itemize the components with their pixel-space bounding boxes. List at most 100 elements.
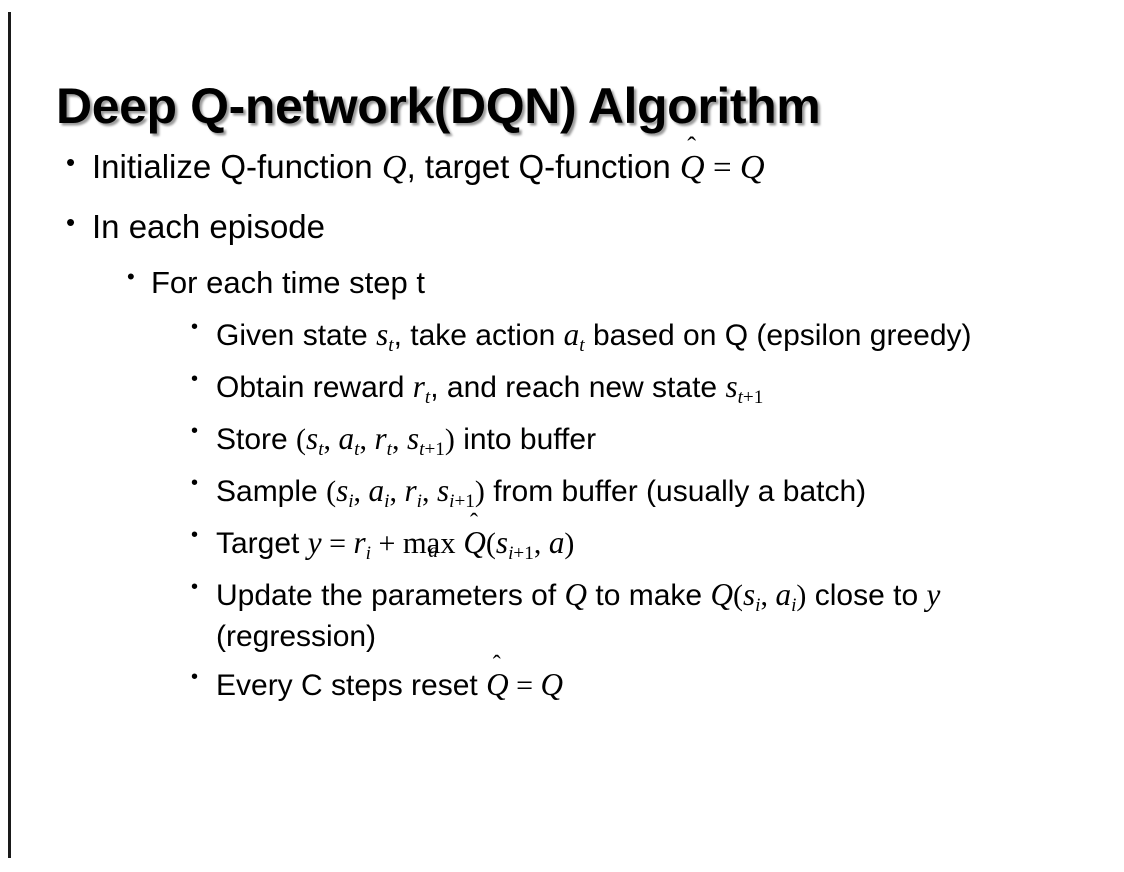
math-subscripted-variable: si+1 (436, 473, 475, 512)
math-variable: r (374, 421, 387, 457)
bullet-item-level-3: • Sample (si, ai, ri, si+1) from buffer (… (0, 471, 1124, 514)
math-subscripted-variable: st (306, 421, 323, 460)
hat-accent-icon: ˆ (687, 130, 696, 161)
math-subscripted-variable: st+1 (725, 369, 763, 408)
bullet-text-run: into buffer (454, 423, 597, 457)
bullet-item-level-1: •In each episode (0, 206, 1124, 248)
math-variable: a (368, 473, 385, 509)
math-operator: ) (444, 423, 455, 457)
math-subscripted-variable: st+1 (406, 421, 445, 460)
bullet-marker-icon: • (127, 264, 135, 290)
bullet-text-run: Store (216, 423, 297, 457)
math-subscripted-variable: ai (368, 473, 390, 512)
bullet-marker-icon: • (191, 368, 199, 391)
math-variable: y (926, 576, 941, 612)
math-subscripted-variable: at (564, 317, 585, 356)
math-subscript: i (791, 594, 797, 616)
math-operator: ) (474, 475, 485, 509)
math-subscript: t (388, 334, 394, 356)
math-operator: ) (796, 578, 807, 612)
math-operator: ( (296, 423, 307, 457)
bullet-text-run: In each episode (92, 207, 326, 245)
bullet-text-run: (regression) (216, 619, 377, 653)
bullet-marker-icon: • (191, 316, 199, 339)
math-variable: a (338, 421, 355, 457)
math-subscript: t+1 (737, 386, 764, 408)
math-subscript: t (354, 438, 360, 460)
bullet-text-run: close to (806, 578, 927, 612)
math-operator: , (359, 423, 375, 457)
math-variable: s (742, 576, 756, 612)
math-variable: a (548, 524, 565, 560)
bullet-text-run: , take action (393, 319, 564, 353)
math-variable: s (436, 473, 450, 509)
math-subscripted-variable: ri (353, 524, 370, 564)
math-subscripted-variable: rt (374, 421, 391, 460)
math-underscript: a (428, 540, 439, 563)
bullet-text-run: from buffer (usually a batch) (484, 475, 867, 509)
bullet-text: Obtain reward rt, and reach new state st… (216, 367, 1124, 410)
math-subscripted-variable: si (336, 473, 353, 512)
math-subscript: i (755, 594, 761, 616)
bullet-text: Given state st, take action at based on … (216, 315, 1124, 358)
bullet-item-level-3: •Update the parameters of Q to make Q(si… (0, 575, 1124, 656)
math-variable: a (775, 576, 792, 612)
hat-accent-icon: ˆ (470, 509, 479, 536)
math-operator: , (353, 475, 369, 509)
math-variable: Q (710, 576, 733, 612)
math-variable: r (412, 369, 425, 405)
math-operator: + (370, 526, 403, 560)
bullet-text: In each episode (92, 206, 1124, 248)
math-variable: r (353, 524, 366, 560)
bullet-item-level-3: •Store (st, at, rt, st+1) into buffer (0, 419, 1124, 462)
bullet-marker-icon: • (191, 472, 199, 495)
math-variable: s (306, 421, 319, 457)
math-variable: Q (463, 524, 486, 560)
bullet-item-level-3: •Given state st, take action at based on… (0, 315, 1124, 358)
bullet-text-run: , target Q-function (406, 148, 680, 185)
math-operator: = (704, 150, 740, 186)
math-operator: ) (564, 526, 575, 560)
bullet-text-run: For each time step t (151, 265, 425, 301)
math-operator: , (760, 578, 776, 612)
bullet-text-run: , and reach new state (430, 371, 726, 405)
bullet-text-run: based on Q (epsilon greedy) (584, 319, 972, 353)
math-subscripted-variable: si (742, 576, 760, 616)
math-subscript: i (416, 490, 422, 512)
math-variable: Q (679, 148, 705, 186)
math-variable: Q (381, 148, 407, 186)
math-subscript: t (318, 438, 324, 460)
math-variable: Q (486, 666, 509, 702)
math-subscript: i (348, 490, 354, 512)
bullet-text: Update the parameters of Q to make Q(si,… (216, 575, 1124, 656)
page-title: Deep Q-network(DQN) Algorithm (56, 77, 821, 134)
math-subscripted-variable: st (376, 317, 393, 356)
math-variable: Q (564, 576, 588, 612)
math-variable: s (336, 473, 349, 509)
math-subscripted-variable: at (338, 421, 360, 460)
math-operator: , (389, 475, 405, 509)
math-variable: s (406, 421, 420, 457)
math-variable: Q (540, 666, 564, 702)
bullet-text: Store (st, at, rt, st+1) into buffer (216, 419, 1124, 462)
math-variable: r (404, 473, 417, 509)
math-operator: , (323, 423, 339, 457)
math-subscripted-variable: si+1 (496, 525, 534, 564)
math-operator-name: max (402, 525, 456, 560)
math-subscript: t (424, 386, 431, 408)
hat-accent-icon: ˆ (492, 651, 501, 678)
bullet-text-run: Target (216, 526, 308, 560)
bullet-text: Sample (si, ai, ri, si+1) from buffer (u… (216, 471, 1124, 514)
math-operator: , (391, 423, 407, 457)
bullet-marker-icon: • (191, 523, 199, 546)
math-operator: ( (485, 526, 496, 560)
bullet-text-run: to make (587, 578, 711, 612)
math-operator: , (533, 526, 549, 560)
